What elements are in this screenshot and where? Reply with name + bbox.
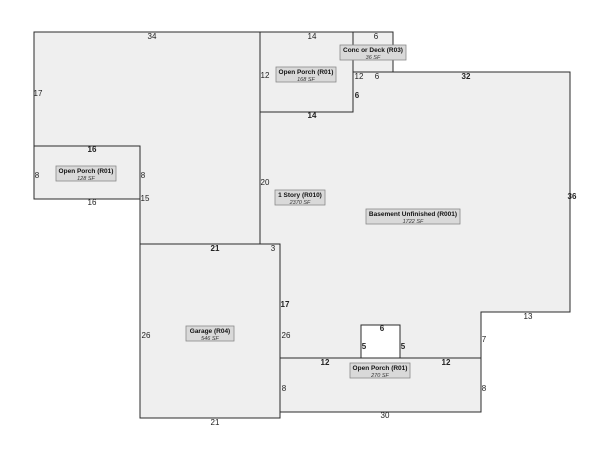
dim-porch-b-bump-right: 5 [401, 342, 406, 351]
dim-right-v: 17 [281, 300, 290, 309]
dim-garage-left: 26 [142, 331, 151, 340]
dim-porch-left-top: 16 [88, 145, 97, 154]
dim-story-notch-v: 15 [141, 194, 150, 203]
dim-garage-top: 21 [211, 244, 220, 253]
story-area-text: 2370 SF [289, 200, 311, 206]
garage-area-text: 546 SF [201, 336, 219, 342]
label-porch-top: Open Porch (R01) 168 SF [275, 66, 337, 83]
porch-left-area-text: 128 SF [77, 176, 95, 182]
label-porch-left: Open Porch (R01) 128 SF [55, 165, 117, 182]
dim-story-top: 34 [148, 32, 157, 41]
conc-deck-area: 36 SF [366, 55, 381, 61]
dim-garage-right: 26 [282, 331, 291, 340]
dim-porch-left-right: 8 [141, 171, 146, 180]
porch-top-name: Open Porch (R01) [279, 69, 334, 76]
dim-porch-left-left: 8 [35, 171, 40, 180]
garage-name: Garage (R04) [190, 328, 230, 335]
dim-base-top: 32 [462, 72, 471, 81]
dim-deck-bottom: 6 [375, 72, 380, 81]
dim-porch-b-right-top: 12 [442, 358, 451, 367]
dim-porch-b-bump-top: 6 [380, 324, 385, 333]
story-name: 1 Story (R010) [278, 192, 322, 199]
basement-name: Basement Unfinished (R001) [369, 211, 457, 218]
label-garage: Garage (R04) 546 SF [185, 325, 235, 342]
dim-porch-b-left: 8 [282, 384, 287, 393]
dim-porch-top-right: 6 [355, 91, 360, 100]
dim-base-step-v: 7 [482, 335, 487, 344]
dim-porch-b-right: 8 [482, 384, 487, 393]
label-story: 1 Story (R010) 2370 SF [274, 189, 326, 206]
dim-porch-top-top: 14 [308, 32, 317, 41]
dim-porch-b-bottom: 30 [381, 411, 390, 420]
dim-story-left: 17 [34, 89, 43, 98]
dim-base-right: 36 [568, 192, 577, 201]
dim-porch-left-bottom: 16 [88, 198, 97, 207]
dim-story-mid-v: 20 [261, 178, 270, 187]
label-conc-deck: Conc or Deck (R03) 36 SF [339, 44, 407, 61]
dim-porch-top-bottom: 14 [308, 111, 317, 120]
porch-bottom-area-text: 270 SF [370, 373, 389, 379]
dim-garage-corner: 3 [271, 244, 276, 253]
dim-porch-top-left: 12 [261, 71, 270, 80]
dim-deck-left: 12 [355, 72, 364, 81]
basement-area-text: 1722 SF [403, 219, 424, 225]
dim-porch-b-left-top: 12 [321, 358, 330, 367]
dim-porch-b-bump-left: 5 [362, 342, 367, 351]
porch-left-name: Open Porch (R01) [59, 168, 114, 175]
dim-garage-bottom: 21 [211, 418, 220, 427]
story-area[interactable] [33, 31, 261, 245]
porch-top-area-text: 168 SF [297, 77, 315, 83]
label-basement: Basement Unfinished (R001) 1722 SF [365, 208, 461, 225]
porch-bottom-name: Open Porch (R01) [353, 365, 408, 372]
dim-deck-top: 6 [374, 32, 379, 41]
dim-base-step: 13 [524, 312, 533, 321]
label-porch-bottom: Open Porch (R01) 270 SF [349, 362, 411, 379]
conc-deck-name: Conc or Deck (R03) [343, 47, 403, 54]
